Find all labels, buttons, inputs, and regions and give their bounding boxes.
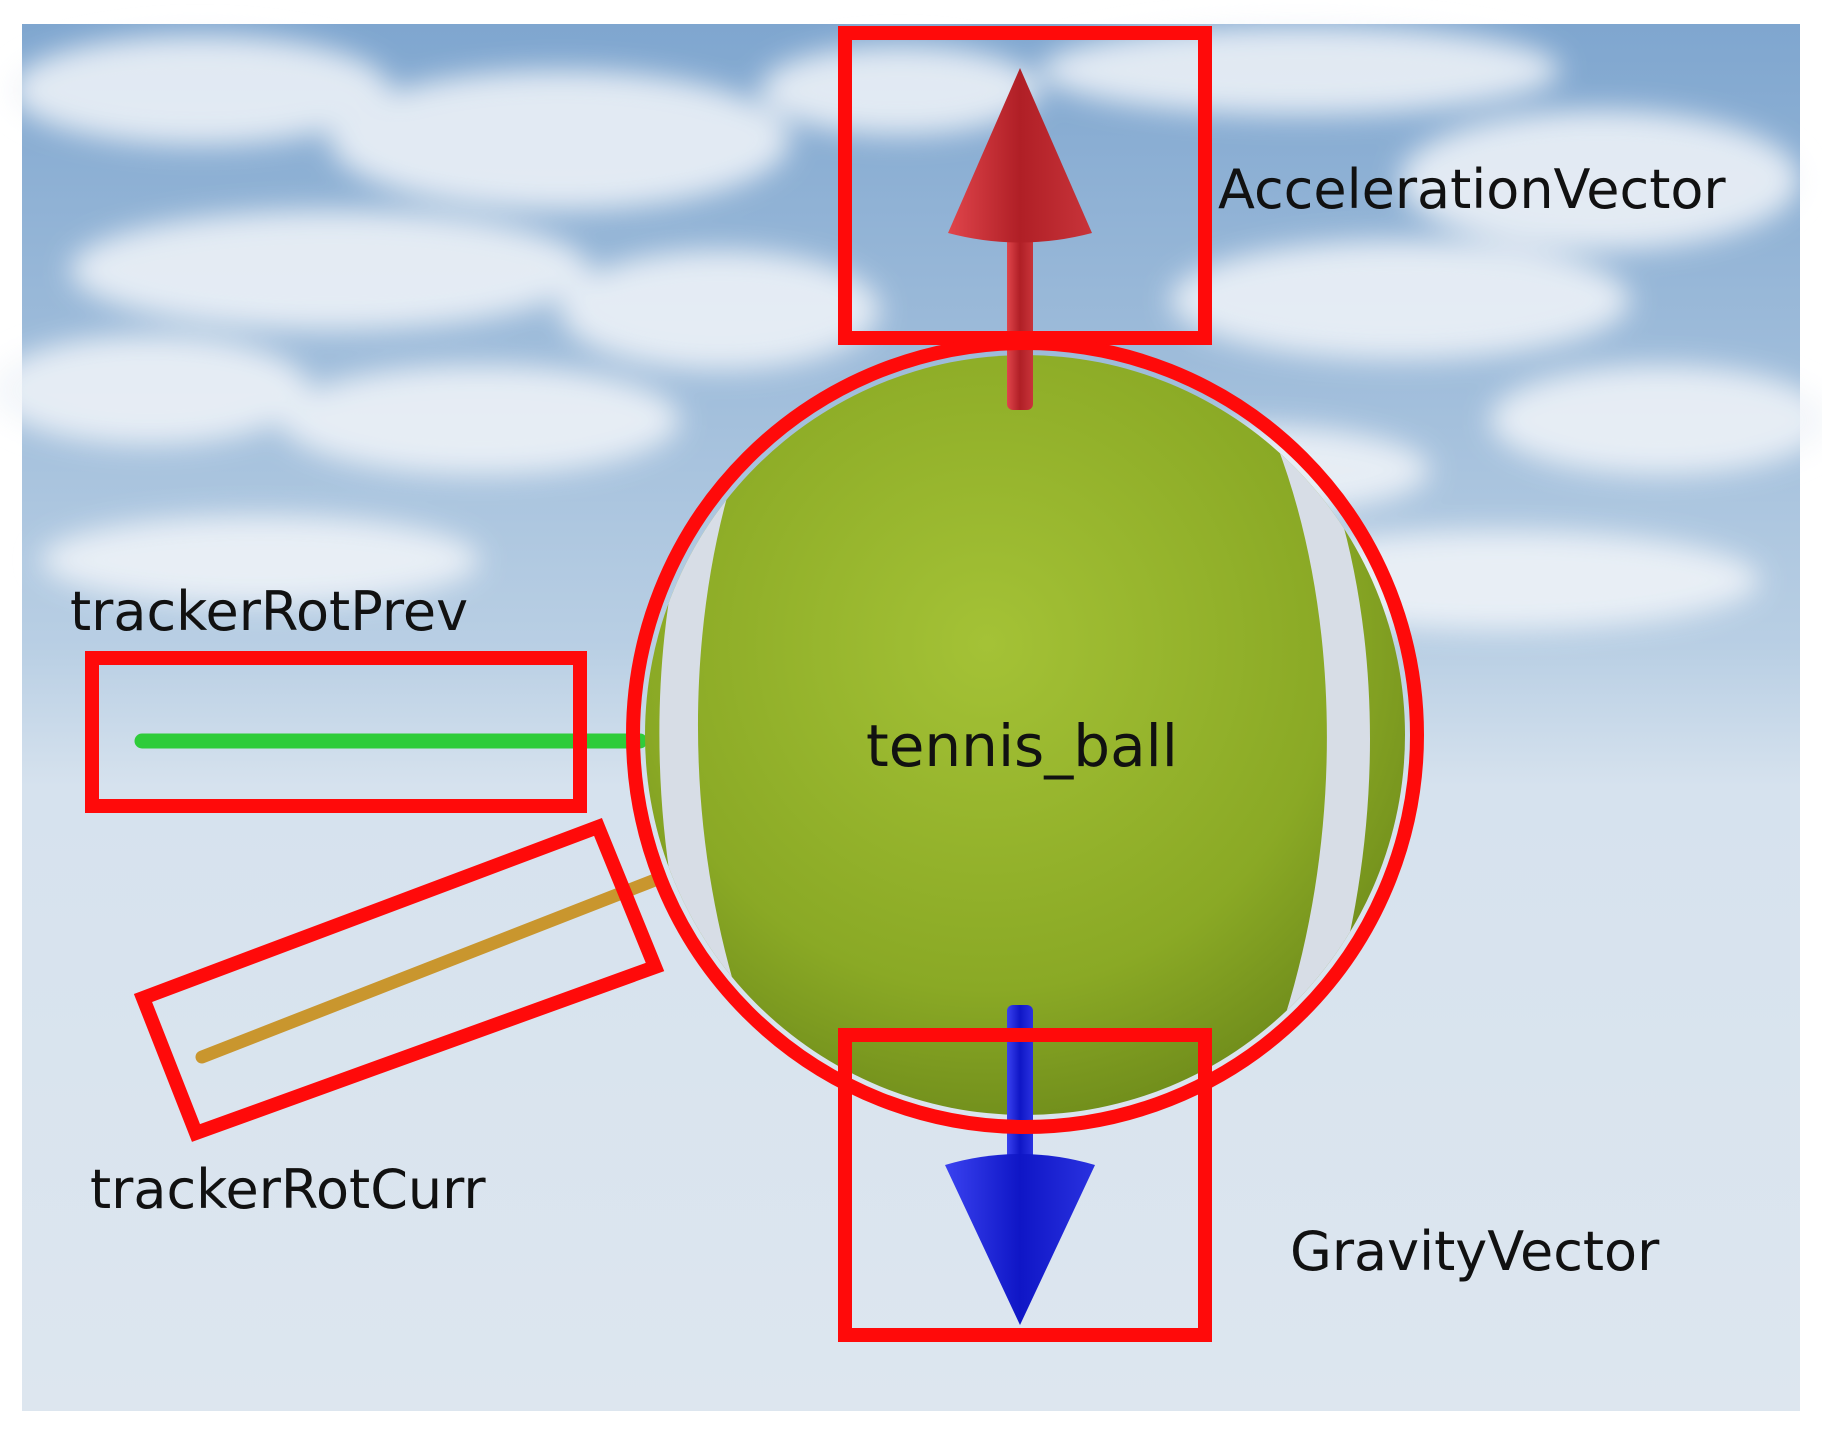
acceleration-label: AccelerationVector bbox=[1218, 158, 1726, 221]
ball-label: tennis_ball bbox=[866, 712, 1178, 780]
highlight-boxes bbox=[85, 26, 1424, 1342]
acceleration-arrow bbox=[948, 68, 1092, 410]
rot-curr-highlight-box bbox=[133, 818, 665, 1142]
gravity-label: GravityVector bbox=[1290, 1220, 1660, 1283]
rot-prev-label: trackerRotPrev bbox=[70, 580, 468, 643]
gravity-highlight-box bbox=[838, 1028, 1212, 1342]
rot-curr-label: trackerRotCurr bbox=[90, 1158, 486, 1221]
ball-highlight-circle bbox=[626, 336, 1424, 1134]
rot-curr-line bbox=[195, 873, 662, 1064]
rot-prev-highlight-box bbox=[85, 651, 587, 813]
gravity-arrow bbox=[945, 1005, 1095, 1325]
ball-seam-right bbox=[1270, 430, 1370, 1070]
